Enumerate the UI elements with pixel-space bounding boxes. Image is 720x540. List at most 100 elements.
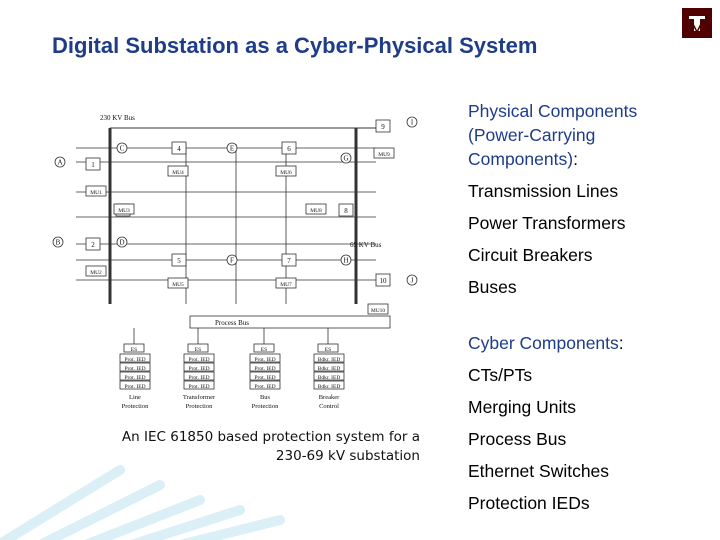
ethernet-switch-box bbox=[123, 343, 145, 353]
physical-item: Circuit Breakers bbox=[468, 245, 593, 265]
ied-box bbox=[313, 353, 345, 363]
caption-line-1: An IEC 61850 based protection system for… bbox=[121, 429, 420, 445]
merging-unit-3-box bbox=[113, 203, 135, 215]
ied-group-label-1: Breaker bbox=[319, 394, 340, 401]
ied-box bbox=[119, 380, 151, 390]
ied-box bbox=[313, 371, 345, 381]
node-e bbox=[226, 142, 238, 154]
node-label: H bbox=[343, 257, 348, 265]
merging-unit-1-box bbox=[85, 185, 107, 197]
ied-box bbox=[249, 362, 281, 372]
ethernet-switch: ES bbox=[325, 347, 331, 353]
breaker-1-box bbox=[85, 157, 101, 171]
node-b bbox=[52, 236, 64, 248]
breaker-2-box bbox=[85, 237, 101, 251]
ied-group-label-2: Protection bbox=[122, 403, 149, 410]
ied: Prot. IED bbox=[254, 366, 275, 372]
node-label: E bbox=[230, 145, 234, 153]
cyber-item: Merging Units bbox=[468, 397, 576, 417]
node-i bbox=[406, 116, 418, 128]
physical-heading-line-3: Components): bbox=[468, 148, 578, 170]
merging-unit-9: MU9 bbox=[378, 152, 390, 158]
breaker-4: 4 bbox=[177, 145, 181, 153]
ied: Prot. IED bbox=[124, 375, 145, 381]
merging-unit-4: MU4 bbox=[172, 170, 184, 176]
ied-group-label-2: Protection bbox=[252, 403, 279, 410]
diagram-caption: An IEC 61850 based protection system for… bbox=[40, 428, 420, 466]
merging-unit-6: MU6 bbox=[280, 170, 292, 176]
merging-unit-9-box bbox=[373, 147, 395, 159]
ied-box bbox=[119, 353, 151, 363]
ied-group-label-1: Bus bbox=[260, 394, 271, 401]
ied: Bdkr. IED bbox=[318, 357, 341, 363]
node-h bbox=[340, 254, 352, 266]
ied-box bbox=[249, 380, 281, 390]
node-label: I bbox=[411, 119, 414, 127]
ied-group-label-1: Line bbox=[129, 394, 141, 401]
breaker-2: 2 bbox=[91, 241, 95, 249]
process-bus-label: Process Bus bbox=[215, 319, 249, 327]
physical-item: Transmission Lines bbox=[468, 181, 619, 201]
texas-am-logo-icon bbox=[682, 8, 712, 38]
ied: Prot. IED bbox=[124, 357, 145, 363]
ied: Prot. IED bbox=[254, 357, 275, 363]
breaker-5-box bbox=[171, 253, 187, 267]
cyber-heading-line: Cyber Components: bbox=[468, 332, 624, 354]
physical-heading-text: Components) bbox=[468, 149, 574, 169]
physical-heading-line-2: (Power-Carrying bbox=[468, 125, 596, 145]
merging-unit-5: MU5 bbox=[172, 282, 184, 288]
caption-line-2: 230-69 kV substation bbox=[275, 448, 420, 464]
merging-unit-4-box bbox=[167, 165, 189, 177]
decorative-streaks bbox=[0, 465, 285, 540]
ied: Prot. IED bbox=[124, 384, 145, 390]
breaker-6: 6 bbox=[287, 145, 291, 153]
node-c bbox=[116, 142, 128, 154]
breaker-7-box bbox=[281, 253, 297, 267]
merging-unit-8: MU8 bbox=[310, 208, 322, 214]
node-g bbox=[340, 152, 352, 164]
ied-box bbox=[313, 380, 345, 390]
physical-heading-colon: : bbox=[573, 149, 578, 169]
ied: Bdkr. IED bbox=[318, 375, 341, 381]
ied: Prot. IED bbox=[254, 375, 275, 381]
cyber-heading-text: Cyber Components bbox=[468, 333, 619, 353]
breaker-8-box bbox=[338, 203, 354, 217]
physical-item: Buses bbox=[468, 277, 517, 297]
merging-unit-3: MU3 bbox=[118, 208, 130, 214]
cyber-item: Ethernet Switches bbox=[468, 461, 610, 481]
merging-unit-6-box bbox=[275, 165, 297, 177]
breaker-8: 8 bbox=[344, 207, 348, 215]
breaker-5: 5 bbox=[177, 257, 181, 265]
ethernet-switch: ES bbox=[195, 347, 201, 353]
slide-title: Digital Substation as a Cyber-Physical S… bbox=[52, 33, 538, 58]
ied-box bbox=[119, 371, 151, 381]
node-label: G bbox=[343, 155, 348, 163]
node-label: A bbox=[57, 159, 62, 167]
ied-group-label-2: Control bbox=[319, 403, 339, 410]
ethernet-switch-box bbox=[317, 343, 339, 353]
breaker-10: 10 bbox=[380, 277, 388, 285]
ied-box bbox=[249, 353, 281, 363]
ethernet-switch-box bbox=[187, 343, 209, 353]
ied: Prot. IED bbox=[188, 384, 209, 390]
merging-unit-8-box bbox=[305, 203, 327, 215]
node-label: J bbox=[411, 277, 414, 285]
breaker-1: 1 bbox=[91, 161, 95, 169]
ied-box bbox=[313, 362, 345, 372]
ied: Prot. IED bbox=[124, 366, 145, 372]
cyber-item: CTs/PTs bbox=[468, 365, 533, 385]
merging-unit-2-box bbox=[85, 265, 107, 277]
bus-69kv-label: 69 KV Bus bbox=[350, 241, 382, 249]
merging-unit-2: MU2 bbox=[90, 270, 102, 276]
node-label: D bbox=[119, 239, 124, 247]
node-f bbox=[226, 254, 238, 266]
cyber-heading-colon: : bbox=[618, 333, 624, 353]
physical-item: Power Transformers bbox=[468, 213, 626, 233]
node-j bbox=[406, 274, 418, 286]
ied-group-label-1: Transformer bbox=[183, 394, 216, 401]
cyber-item: Process Bus bbox=[468, 429, 567, 449]
process-bus-box bbox=[189, 315, 391, 329]
